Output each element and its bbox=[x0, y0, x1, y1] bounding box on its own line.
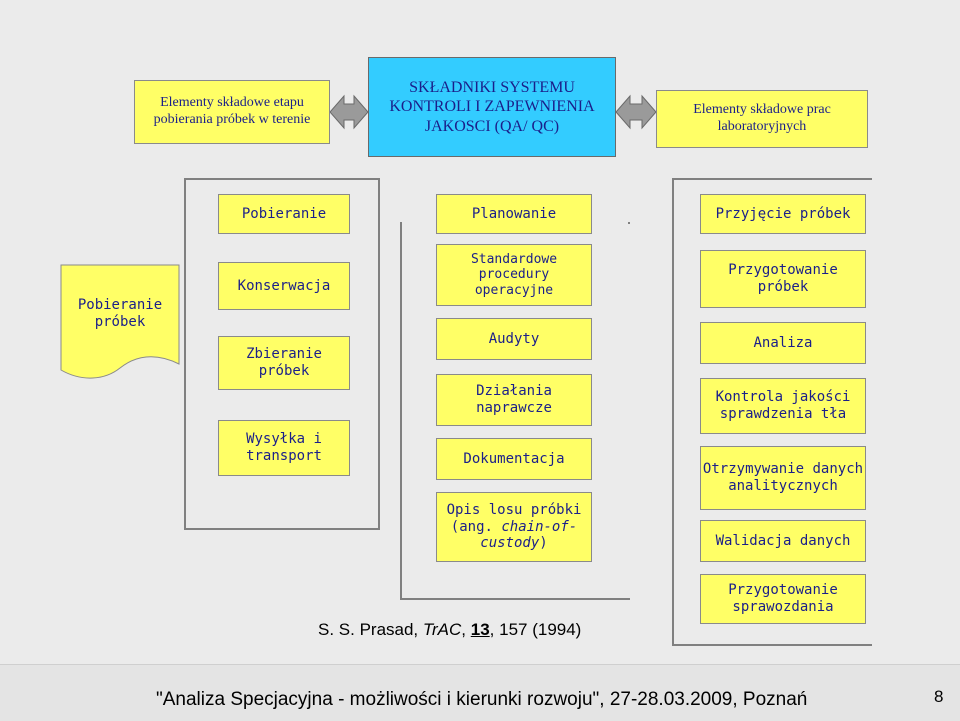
citation: S. S. Prasad, TrAC, 13, 157 (1994) bbox=[318, 620, 582, 639]
col2-bracket-left bbox=[400, 222, 402, 600]
qa-qc-components-box: SKŁADNIKI SYSTEMU KONTROLI I ZAPEWNIENIA… bbox=[368, 57, 616, 157]
col2-bracket-bottom bbox=[400, 598, 630, 600]
qa-qc-components-label: SKŁADNIKI SYSTEMU KONTROLI I ZAPEWNIENIA… bbox=[389, 79, 595, 135]
col3-item-analysis: Analiza bbox=[700, 322, 866, 364]
col3-bracket-bottom bbox=[672, 644, 872, 646]
col1-bracket-left bbox=[184, 178, 186, 530]
chain-line1: Opis losu próbki bbox=[446, 501, 582, 518]
lab-work-elements-box: Elementy składowe prac laboratoryjnych bbox=[656, 90, 868, 148]
col1-bracket-bottom bbox=[184, 528, 380, 530]
page-number: 8 bbox=[934, 687, 944, 706]
header-sampling: Pobieranie bbox=[218, 194, 350, 234]
col1-item-collection: Zbieranie próbek bbox=[218, 336, 350, 390]
header-sample-reception: Przyjęcie próbek bbox=[700, 194, 866, 234]
field-sampling-elements-label: Elementy składowe etapu pobierania próbe… bbox=[153, 95, 311, 127]
field-sampling-elements-box: Elementy składowe etapu pobierania próbe… bbox=[134, 80, 330, 144]
sampling-document-label: Pobieranie próbek bbox=[77, 297, 163, 330]
col1-item-preservation: Konserwacja bbox=[218, 262, 350, 310]
col2-item-audits: Audyty bbox=[436, 318, 592, 360]
col1-item-shipping: Wysyłka i transport bbox=[218, 420, 350, 476]
header-planning: Planowanie bbox=[436, 194, 592, 234]
col1-bracket-top bbox=[184, 178, 380, 180]
col3-item-data-validation: Walidacja danych bbox=[700, 520, 866, 562]
col2-item-sop: Standardowe procedury operacyjne bbox=[436, 244, 592, 306]
col3-item-data-acquisition: Otrzymywanie danych analitycznych bbox=[700, 446, 866, 510]
col3-bracket-left bbox=[672, 178, 674, 646]
col3-item-background-qc: Kontrola jakości sprawdzenia tła bbox=[700, 378, 866, 434]
col2-item-corrective-actions: Działania naprawcze bbox=[436, 374, 592, 426]
col3-item-sample-prep: Przygotowanie próbek bbox=[700, 250, 866, 308]
col2-item-documentation: Dokumentacja bbox=[436, 438, 592, 480]
col3-bracket-top bbox=[672, 178, 872, 180]
footer-bar: "Analiza Specjacyjna - możliwości i kier… bbox=[0, 664, 960, 721]
col2-item-chain-of-custody: Opis losu próbki (ang. chain-of- custody… bbox=[436, 492, 592, 562]
col2-bracket-right-tick bbox=[628, 222, 630, 224]
sampling-document-shape: Pobieranie próbek bbox=[60, 264, 180, 384]
left-double-arrow-icon bbox=[330, 94, 368, 130]
chain-line2: (ang. chain-of- bbox=[450, 518, 578, 535]
right-double-arrow-icon bbox=[616, 94, 656, 130]
col1-bracket-right bbox=[378, 178, 380, 530]
col3-item-report-prep: Przygotowanie sprawozdania bbox=[700, 574, 866, 624]
footer-text: "Analiza Specjacyjna - możliwości i kier… bbox=[156, 689, 808, 710]
chain-line3: custody) bbox=[480, 535, 548, 552]
lab-work-elements-label: Elementy składowe prac laboratoryjnych bbox=[693, 102, 831, 134]
